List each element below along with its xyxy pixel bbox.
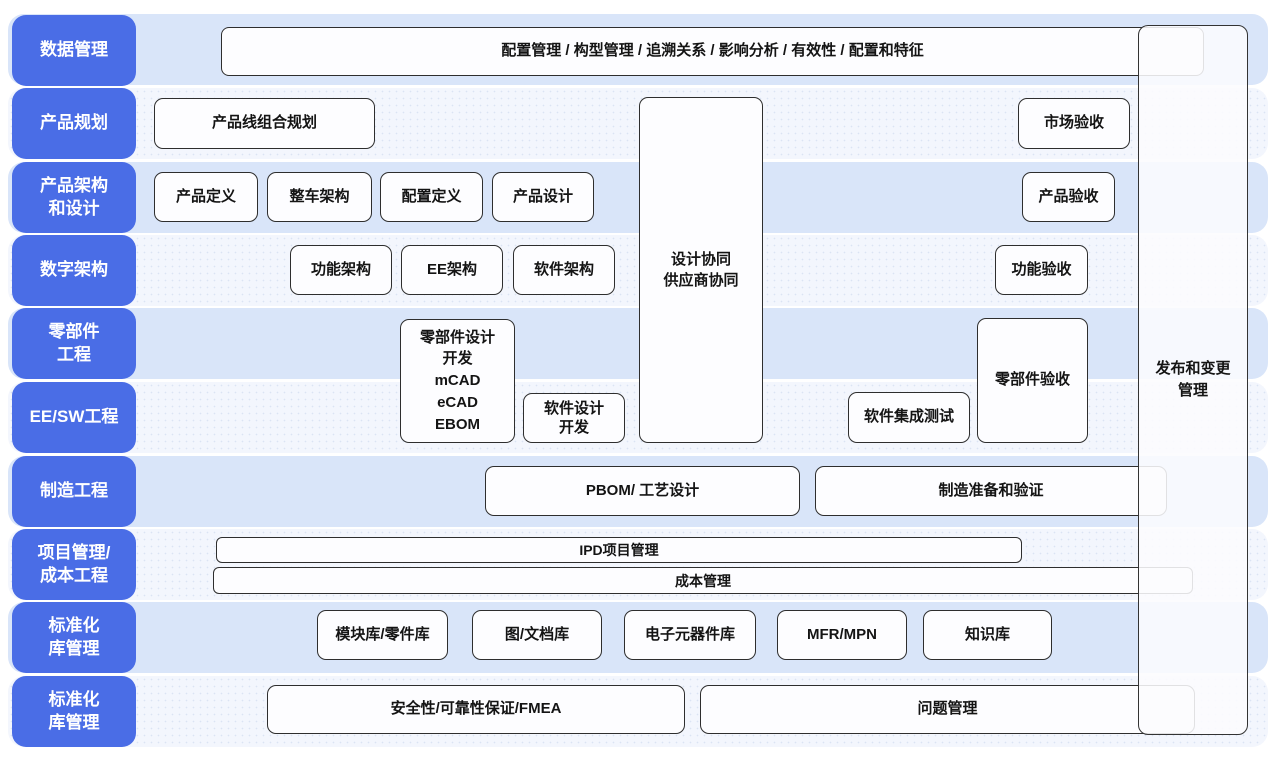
box-ipd-project-management: IPD项目管理 [216,537,1022,563]
sidebar-item-project-cost: 项目管理/ 成本工程 [12,529,136,600]
box-product-design: 产品设计 [492,172,594,222]
box-safety-reliability-fmea: 安全性/可靠性保证/FMEA [267,685,685,734]
box-software-design-development: 软件设计 开发 [523,393,625,443]
box-product-line-portfolio: 产品线组合规划 [154,98,375,149]
box-cost-management: 成本管理 [213,567,1193,594]
sidebar-item-ee-sw-engineering: EE/SW工程 [12,382,136,453]
box-module-parts-library: 模块库/零件库 [317,610,448,660]
box-product-definition: 产品定义 [154,172,258,222]
box-parts-design-development: 零部件设计 开发 mCAD eCAD EBOM [400,319,515,443]
box-release-change-management: 发布和变更 管理 [1138,25,1248,735]
box-configuration-definition: 配置定义 [380,172,483,222]
sidebar-item-product-arch-design: 产品架构 和设计 [12,162,136,233]
box-ee-architecture: EE架构 [401,245,503,295]
box-market-acceptance: 市场验收 [1018,98,1130,149]
box-issue-management: 问题管理 [700,685,1195,734]
box-software-architecture: 软件架构 [513,245,615,295]
sidebar-item-parts-engineering: 零部件 工程 [12,308,136,379]
box-electronic-components-library: 电子元器件库 [624,610,756,660]
box-software-integration-test: 软件集成测试 [848,392,970,443]
box-parts-acceptance: 零部件验收 [977,318,1088,443]
box-design-supplier-collaboration: 设计协同 供应商协同 [639,97,763,443]
sidebar-item-manufacturing-eng: 制造工程 [12,456,136,527]
box-mfr-mpn: MFR/MPN [777,610,907,660]
box-functional-acceptance: 功能验收 [995,245,1088,295]
box-knowledge-library: 知识库 [923,610,1052,660]
sidebar-item-digital-architecture: 数字架构 [12,235,136,306]
box-configuration-management: 配置管理 / 构型管理 / 追溯关系 / 影响分析 / 有效性 / 配置和特征 [221,27,1204,76]
sidebar-item-standard-library-2: 标准化 库管理 [12,676,136,747]
box-manufacturing-prep-verification: 制造准备和验证 [815,466,1167,516]
sidebar-item-data-management: 数据管理 [12,15,136,86]
box-drawing-doc-library: 图/文档库 [472,610,602,660]
box-product-acceptance: 产品验收 [1022,172,1115,222]
sidebar-item-standard-library-1: 标准化 库管理 [12,602,136,673]
sidebar-item-product-planning: 产品规划 [12,88,136,159]
box-functional-architecture: 功能架构 [290,245,392,295]
box-vehicle-architecture: 整车架构 [267,172,372,222]
box-pbom-process-design: PBOM/ 工艺设计 [485,466,800,516]
